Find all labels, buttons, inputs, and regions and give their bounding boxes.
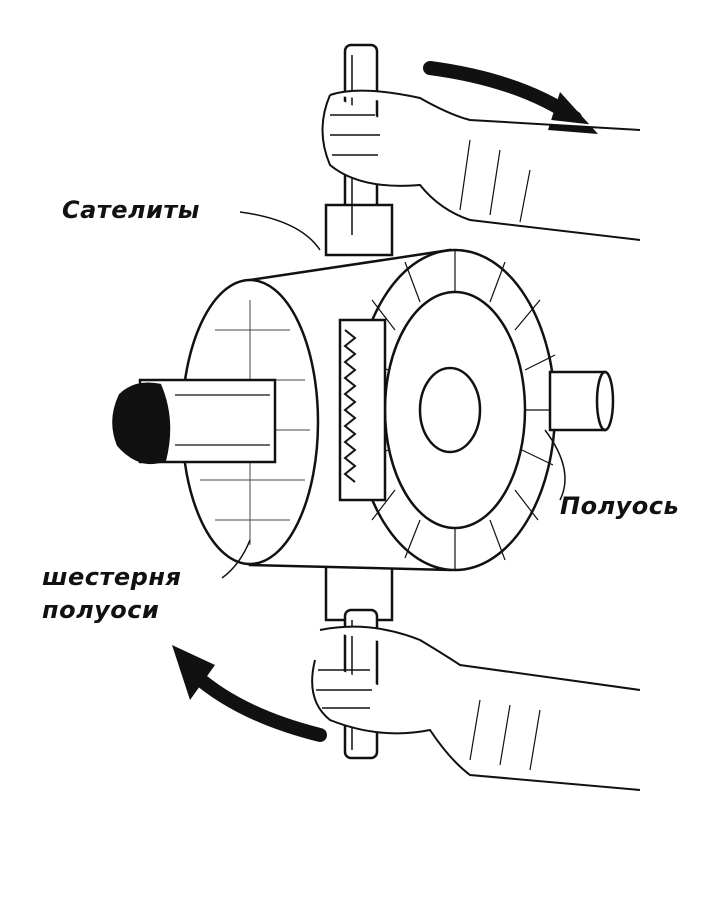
leader-axle-shaft: [544, 429, 566, 501]
label-satellites: Сателиты: [62, 196, 201, 224]
right-axle-shaft: [548, 370, 615, 432]
top-hand: [321, 89, 641, 241]
arrow-bottom-counterclockwise-icon: [172, 645, 327, 742]
bottom-hand: [311, 625, 641, 791]
label-axle-gear-line1: шестерня: [42, 563, 182, 591]
label-axle-gear-line2: полуоси: [42, 596, 160, 624]
left-axle-shaft: [112, 378, 277, 465]
leader-satellites: [239, 211, 321, 251]
differential-housing: [180, 248, 558, 572]
label-axle-shaft: Полуось: [560, 492, 680, 520]
leader-axle-gear: [221, 539, 251, 579]
